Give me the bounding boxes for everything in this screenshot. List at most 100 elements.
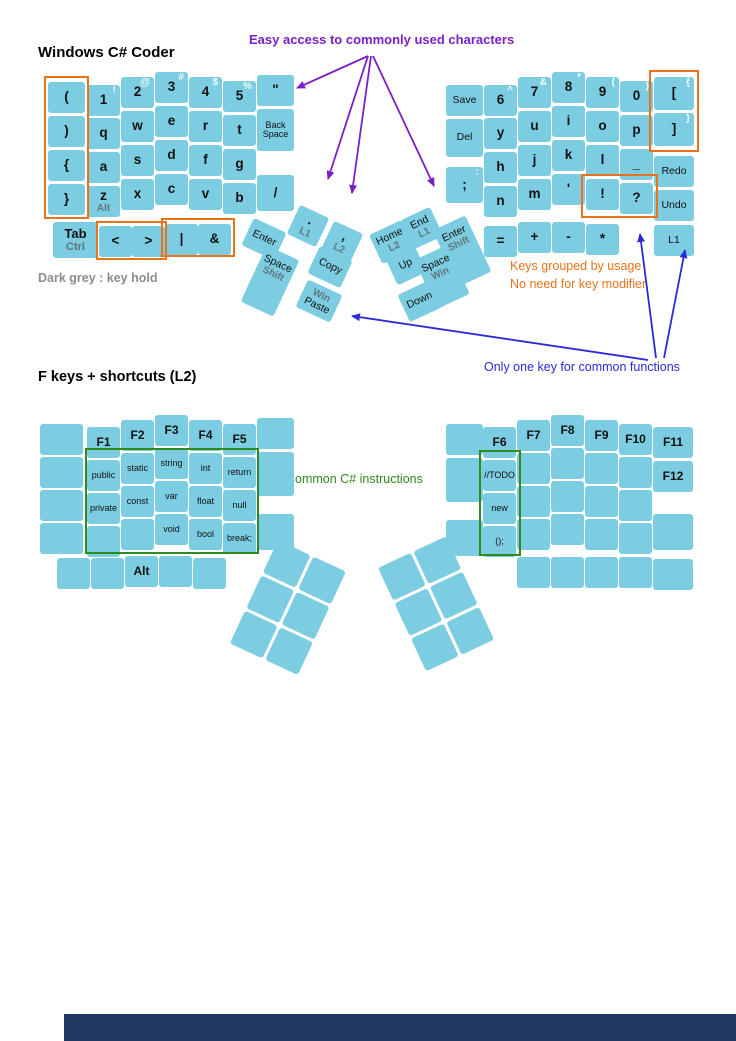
key-label: ; — [462, 176, 467, 192]
key-label: Down — [405, 289, 435, 312]
key-f7: F7 — [517, 420, 550, 451]
key-del: Del — [446, 119, 483, 157]
key-label: o — [598, 118, 607, 134]
key-blank — [159, 556, 192, 587]
key-equals: = — [484, 226, 517, 257]
key-1: !1 — [87, 85, 120, 116]
key-label: private — [89, 502, 117, 513]
key-shift-symbol: ! — [112, 85, 116, 96]
key-label: n — [496, 193, 505, 209]
key-close-paren: ) — [48, 116, 85, 147]
key-blank — [257, 418, 294, 449]
key-label: m — [528, 186, 541, 202]
key-label: ' — [566, 181, 571, 197]
key-m: m — [518, 179, 551, 210]
key-label: F8 — [560, 423, 575, 438]
key-label: F4 — [198, 428, 213, 443]
key-blank — [585, 486, 618, 517]
key-8: *8 — [552, 72, 585, 103]
key-hold-label: Alt — [96, 203, 111, 215]
key-label: Alt — [133, 564, 150, 579]
key-shift-symbol: % — [243, 81, 252, 92]
key-g: g — [223, 149, 256, 180]
key-s: s — [121, 145, 154, 176]
key-label: Undo — [661, 198, 687, 211]
key-label: new — [491, 502, 508, 513]
key-label: var — [165, 490, 178, 501]
key-label: Back Space — [262, 119, 289, 139]
key-5: %5 — [223, 81, 256, 112]
key-label: i — [566, 113, 571, 129]
key-label: Enter — [250, 227, 279, 250]
key-label: k — [564, 147, 573, 163]
key-k: k — [552, 140, 585, 171]
key-q: q — [87, 118, 120, 149]
key-label: * — [599, 231, 606, 247]
key-label: 8 — [564, 79, 573, 95]
key-f1: F1 — [87, 427, 120, 458]
key-blank — [619, 490, 652, 521]
key-label: const — [126, 495, 149, 506]
key-private: private — [87, 493, 120, 524]
key-label: q — [99, 125, 108, 141]
key-shift-symbol: & — [539, 77, 547, 88]
key-void: void — [155, 514, 188, 545]
key-label: > — [144, 233, 153, 249]
key-static: static — [121, 453, 154, 484]
layout-title: Windows C# Coder — [38, 44, 175, 61]
key-plus: + — [518, 222, 551, 253]
key-label: g — [235, 156, 244, 172]
bottom-bar — [64, 1014, 736, 1041]
key-blank — [619, 557, 652, 588]
key-o: o — [586, 111, 619, 142]
key-4: $4 — [189, 77, 222, 108]
key-bool: bool — [189, 519, 222, 550]
key-label: string — [160, 457, 183, 468]
key-label: int — [200, 462, 211, 473]
key-ampersand: & — [198, 224, 231, 255]
key-label: l — [600, 152, 605, 168]
highlight-exclamation-question — [581, 174, 658, 218]
key-blank — [619, 457, 652, 488]
key-redo: Redo — [654, 156, 694, 187]
key-shift-symbol: ( — [611, 77, 615, 88]
key-float: float — [189, 486, 222, 517]
key-label: 3 — [167, 79, 176, 95]
key-label: L1 — [668, 233, 680, 246]
key-label: F6 — [492, 435, 507, 450]
note-keys-grouped: Keys grouped by usage — [510, 259, 642, 273]
key-label: (); — [495, 535, 504, 546]
key-j: j — [518, 145, 551, 176]
key-0: )0 — [620, 81, 653, 112]
key-label: [ — [671, 85, 677, 101]
key-blank — [446, 424, 483, 455]
key-pipe: | — [165, 224, 198, 255]
key-blank — [551, 448, 584, 479]
highlight-pipe-ampersand — [161, 218, 235, 257]
key-less-than: < — [99, 226, 132, 257]
key-shift-symbol: { — [686, 77, 690, 88]
key-label: public — [91, 469, 116, 480]
key-blank — [40, 490, 83, 521]
key-label: null — [232, 499, 247, 510]
key-label: ] — [671, 121, 677, 137]
annotation-arrow — [349, 55, 372, 194]
key-y: y — [484, 118, 517, 149]
key-label: v — [201, 186, 210, 202]
key-hold-label: Ctrl — [66, 240, 85, 253]
key-x: x — [121, 179, 154, 210]
key-label: 7 — [530, 84, 539, 100]
key-label: h — [496, 159, 505, 175]
key-minus: - — [552, 222, 585, 253]
key-shift-symbol: ^ — [507, 85, 513, 96]
key-f2: F2 — [121, 420, 154, 451]
key-label: , — [339, 228, 350, 245]
key-label: F12 — [662, 469, 684, 484]
key-label: j — [532, 152, 537, 168]
key-label: 1 — [99, 92, 108, 108]
key-label: } — [63, 191, 70, 207]
key-f11: F11 — [653, 427, 693, 458]
key-label: F9 — [594, 428, 609, 443]
